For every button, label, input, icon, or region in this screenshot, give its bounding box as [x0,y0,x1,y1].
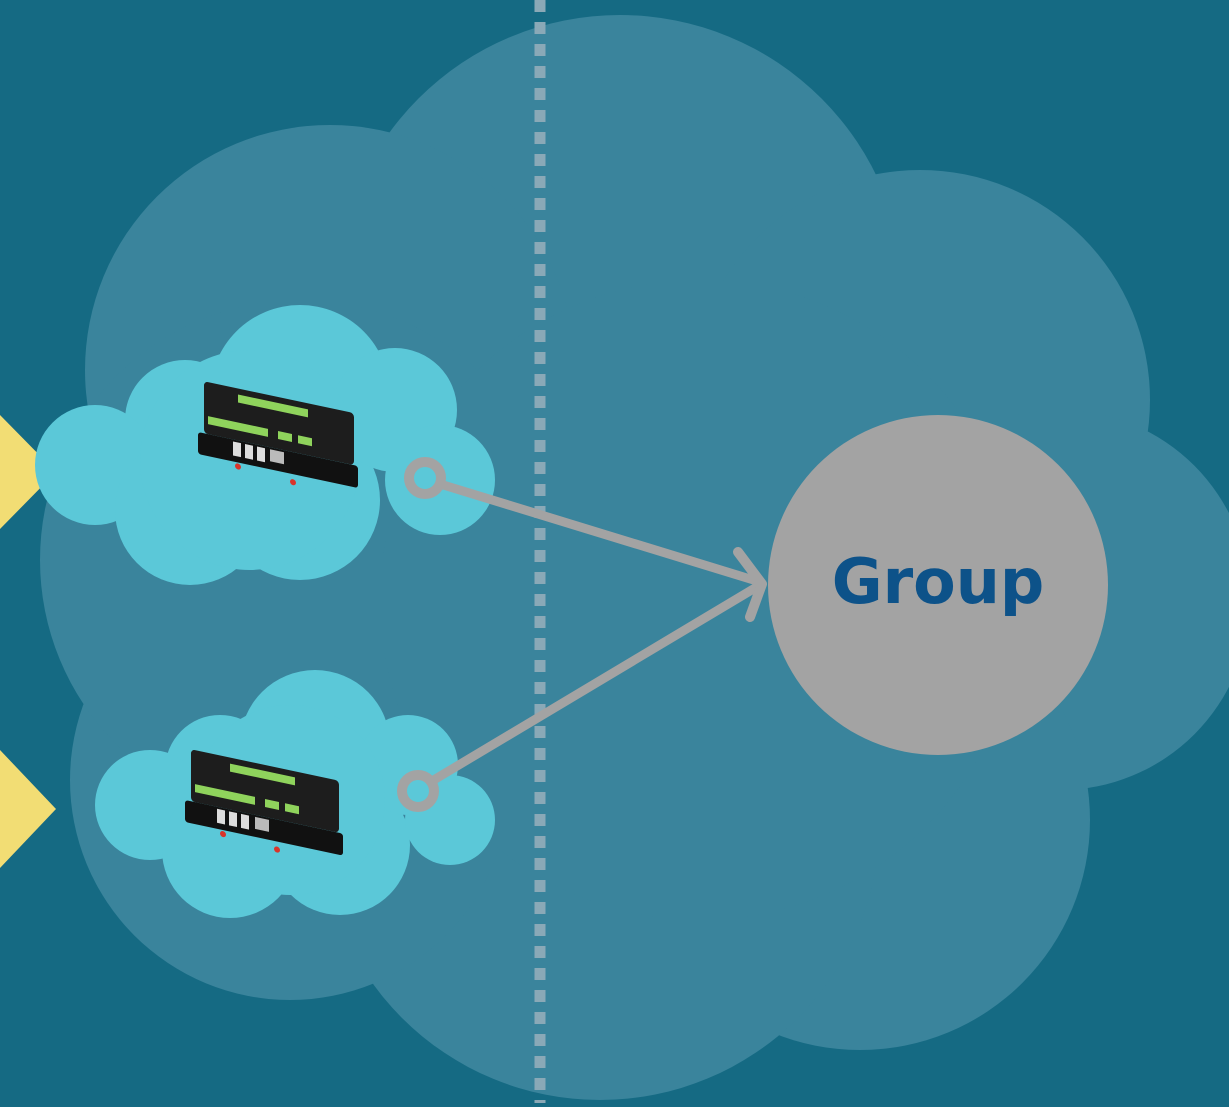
device-image-top [198,382,358,488]
connector-top [404,457,765,587]
pointer-top [0,415,56,529]
arrowhead [733,547,767,622]
device-cloud-bottom [95,670,495,918]
connector-bottom [397,580,765,812]
pointer-bottom [0,750,56,868]
group-label: Group [832,545,1045,618]
group-node [768,415,1108,755]
device-image-bottom [185,750,343,856]
